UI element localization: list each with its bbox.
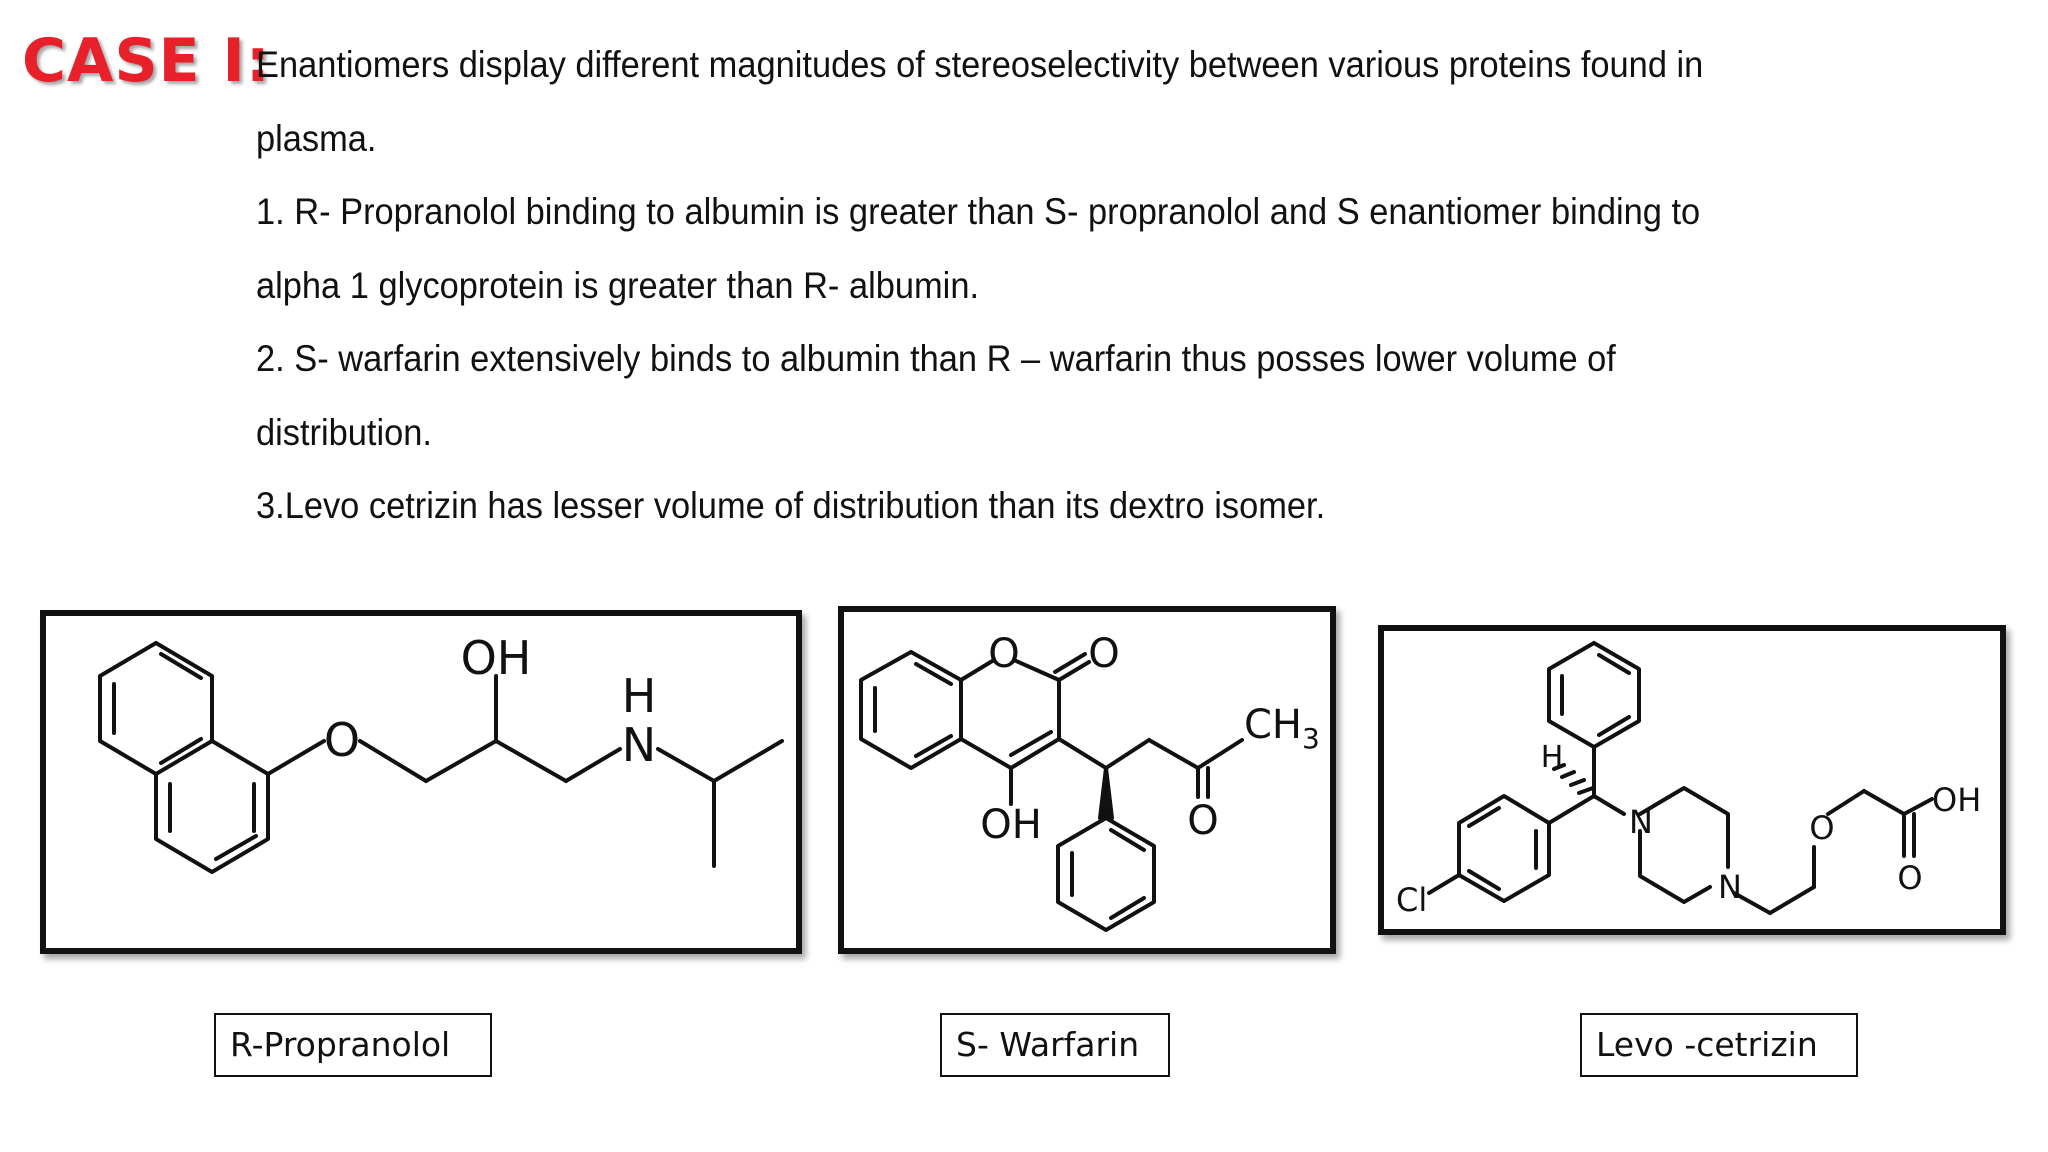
- text-line-1: Enantiomers display different magnitudes…: [256, 44, 1704, 85]
- warfarin-structure-panel: O O OH O CH3: [838, 606, 1336, 954]
- propranolol-structure-diagram: O OH H N: [98, 631, 784, 874]
- propranolol-caption: R-Propranolol: [214, 1013, 492, 1077]
- text-line-2: plasma.: [256, 118, 377, 159]
- cetirizine-carbonyl-o: O: [1897, 859, 1922, 897]
- warfarin-ketone-o: O: [1187, 798, 1218, 844]
- cetirizine-structure-diagram: H N N O OH O Cl: [1396, 641, 1981, 919]
- text-line-7: 3.Levo cetrizin has lesser volume of dis…: [256, 485, 1326, 526]
- cetirizine-stereo-h: H: [1541, 740, 1564, 775]
- cetirizine-piperazine-n1: N: [1629, 803, 1653, 841]
- warfarin-structure-diagram: O O OH O CH3: [859, 631, 1320, 932]
- warfarin-caption: S- Warfarin: [940, 1013, 1170, 1077]
- case-label: CASE I:: [22, 26, 271, 96]
- text-line-6: distribution.: [256, 412, 432, 453]
- cetirizine-hydroxyl: OH: [1932, 781, 1981, 819]
- propranolol-ether-o: O: [324, 713, 360, 767]
- warfarin-ring-o: O: [988, 631, 1019, 677]
- text-line-5: 2. S- warfarin extensively binds to albu…: [256, 338, 1616, 379]
- propranolol-amine-n: N: [622, 718, 656, 772]
- cetirizine-chlorine: Cl: [1396, 881, 1427, 919]
- propranolol-structure-panel: O OH H N: [40, 610, 802, 954]
- text-line-4: alpha 1 glycoprotein is greater than R- …: [256, 265, 980, 306]
- warfarin-carbonyl-o: O: [1088, 631, 1119, 677]
- warfarin-hydroxyl: OH: [980, 802, 1042, 848]
- text-line-3: 1. R- Propranolol binding to albumin is …: [256, 191, 1701, 232]
- cetirizine-caption: Levo -cetrizin: [1580, 1013, 1858, 1077]
- propranolol-amine-h: H: [622, 669, 657, 723]
- cetirizine-ether-o: O: [1809, 809, 1834, 847]
- propranolol-hydroxyl: OH: [461, 631, 532, 685]
- cetirizine-piperazine-n2: N: [1718, 868, 1742, 906]
- cetirizine-structure-panel: H N N O OH O Cl: [1378, 625, 2006, 935]
- warfarin-methyl: CH3: [1244, 702, 1320, 755]
